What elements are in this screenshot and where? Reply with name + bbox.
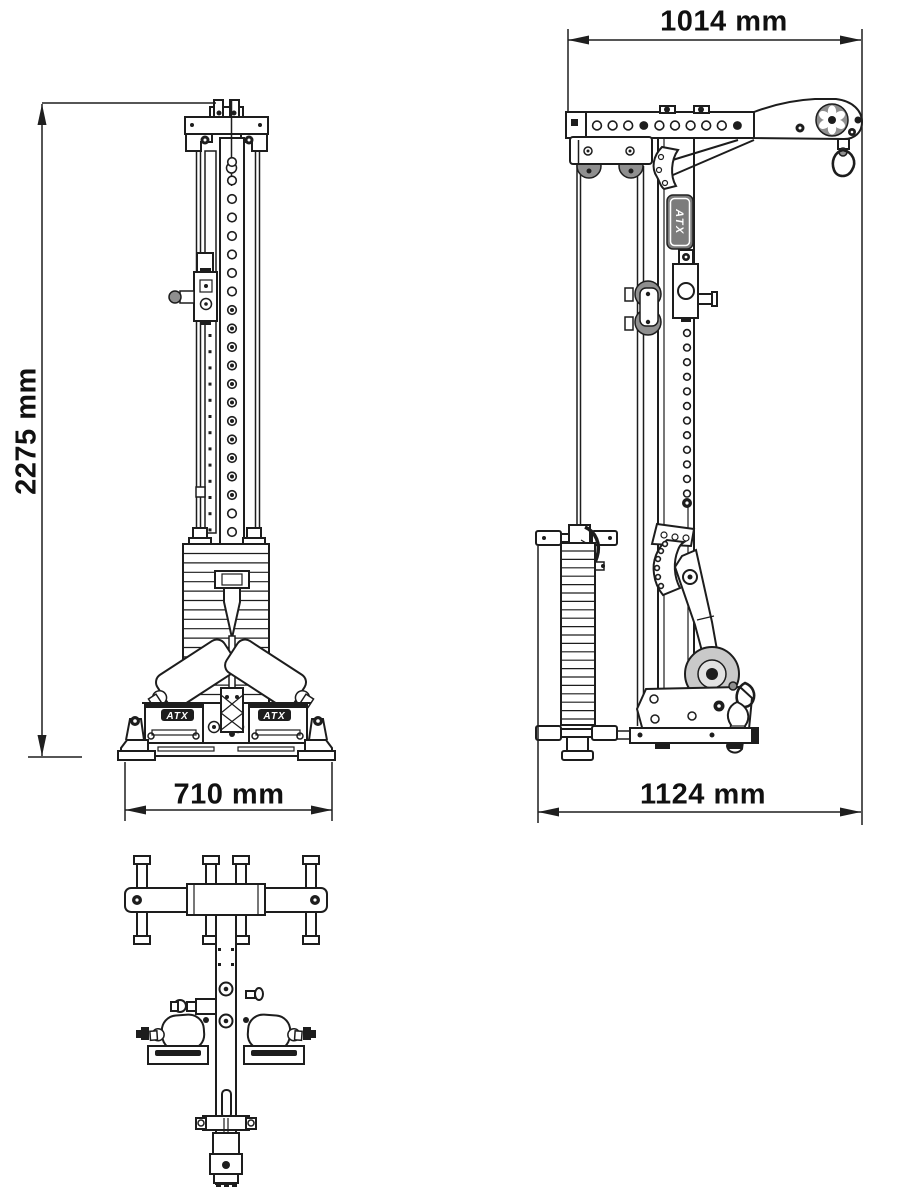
knob-top-view xyxy=(170,987,264,1015)
atx-logo-text-side: ATX xyxy=(673,208,685,235)
pull-pin-knob xyxy=(179,290,195,304)
dim-front-width xyxy=(124,762,333,821)
cantilever-arm xyxy=(753,98,864,178)
atx-logo-text-front-right: ATX xyxy=(262,711,286,722)
center-mechanism-front xyxy=(220,687,244,737)
top-cap-plate xyxy=(184,116,269,135)
column-holes-side xyxy=(682,328,692,498)
column-holes-front xyxy=(226,156,238,538)
beam-pulleys xyxy=(569,136,653,179)
atx-logo-plate-left xyxy=(161,709,194,721)
dimension-label-front-height: 2275 mm xyxy=(10,367,43,495)
side-view xyxy=(535,98,864,761)
adjustment-carriage-front xyxy=(168,252,218,325)
top-view xyxy=(124,855,328,1187)
cables-side xyxy=(576,164,645,726)
dimension-annotations xyxy=(28,29,863,825)
atx-logo-plate-right xyxy=(258,709,291,721)
foam-rollers xyxy=(147,638,315,710)
dim-side-width xyxy=(567,29,863,825)
dim-side-depth xyxy=(537,546,861,823)
stack-release-lever xyxy=(584,525,601,572)
front-view xyxy=(117,99,336,761)
weight-stack-side xyxy=(535,140,618,761)
dim-front-height xyxy=(28,102,216,758)
dimension-label-side-depth: 1124 mm xyxy=(639,778,767,811)
adjustment-rail xyxy=(204,150,217,534)
guide-rods-front xyxy=(195,151,261,528)
swivel-pulley-icon xyxy=(815,103,849,137)
top-beam-side xyxy=(565,105,757,139)
atx-logo-plate-side xyxy=(666,194,694,250)
adjustment-carriage-side xyxy=(672,249,718,322)
double-pulley-trolley xyxy=(624,280,662,336)
lever-arm-assembly xyxy=(652,538,740,702)
base-covers-top-view xyxy=(136,1027,316,1065)
rollers-top-view xyxy=(149,1013,303,1052)
dimension-label-front-width: 710 mm xyxy=(173,778,285,811)
carabiner-icon xyxy=(831,148,856,178)
base-side xyxy=(616,727,759,749)
atx-logo-text-front-left: ATX xyxy=(165,711,189,722)
dimension-label-side-width: 1014 mm xyxy=(660,5,788,38)
